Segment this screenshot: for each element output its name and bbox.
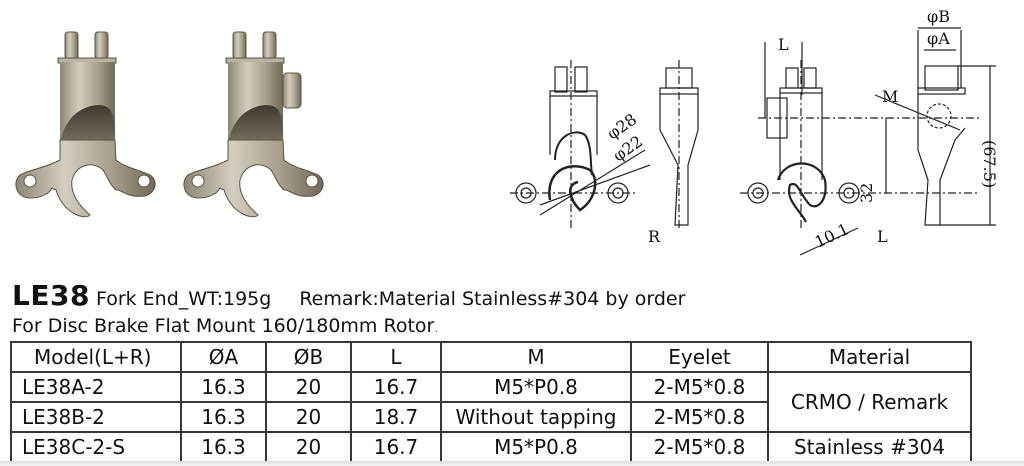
header-material: Material [767,341,972,373]
cell-a: 16.3 [180,431,267,463]
cell-l: 16.7 [350,371,442,403]
dim-a-label: φA [927,29,950,48]
cell-eyelet: 2-M5*0.8 [630,401,769,433]
header-eyelet: Eyelet [630,341,769,373]
product-renders [0,0,360,260]
technical-drawing-icon: φ28 φ22 R L 32 1 [510,7,999,256]
fork-end-render-icon [15,31,324,218]
cell-m: M5*P0.8 [440,431,632,463]
product-name-weight: Fork End_WT:195g [95,288,272,310]
cell-b: 20 [265,401,352,433]
product-remark: Remark:Material Stainless#304 by order [299,288,686,310]
cell-a: 16.3 [180,371,267,403]
cell-model: LE38B-2 [10,401,182,433]
drawing-left-front [740,42,980,256]
header-b: ØB [265,341,352,373]
cell-model: LE38C-2-S [10,431,182,463]
spec-table: Model(L+R) ØA ØB L M Eyelet Material LE3… [10,341,972,463]
dim-67-5-label: (67.5) [980,140,999,188]
cell-eyelet: 2-M5*0.8 [630,371,769,403]
cell-b: 20 [265,371,352,403]
header-a: ØA [180,341,267,373]
table-header-row: Model(L+R) ØA ØB L M Eyelet Material [10,341,972,373]
header-model: Model(L+R) [10,341,182,373]
header-m: M [440,341,632,373]
cell-l: 18.7 [350,401,442,433]
cell-model: LE38A-2 [10,371,182,403]
drawing-right-side [659,60,699,230]
bottom-divider [0,461,1024,466]
product-subtitle: For Disc Brake Flat Mount 160/180mm Roto… [12,315,438,337]
cell-b: 20 [265,431,352,463]
technical-drawings: φ28 φ22 R L 32 1 [500,0,1024,265]
cell-m: Without tapping [440,401,632,433]
cell-eyelet: 2-M5*0.8 [630,431,769,463]
cell-material: CRMO / Remark [767,371,972,433]
cell-m: M5*P0.8 [440,371,632,403]
table-row: LE38B-2 16.3 20 18.7 Without tapping 2-M… [10,401,971,433]
table-row: LE38A-2 16.3 20 16.7 M5*P0.8 2-M5*0.8 CR… [10,371,972,433]
subtitle-text: For Disc Brake Flat Mount 160/180mm Roto… [12,315,435,337]
side-label-r: R [648,227,661,246]
dim-b-label: φB [927,7,950,26]
render-left [15,31,156,218]
drawing-left-side [874,27,996,226]
side-label-l: L [877,227,888,246]
dim-10-1-label: 10.1 [812,219,852,251]
render-right [183,31,324,218]
dim-32-label: 32 [857,183,876,203]
subtitle-dot: . [434,321,439,335]
dim-m-label: M [882,87,898,106]
header-l: L [350,341,442,373]
product-model: LE38 [12,279,90,312]
cell-l: 16.7 [350,431,442,463]
drawing-right-front [510,60,651,230]
cell-a: 16.3 [180,401,267,433]
table-row: LE38C-2-S 16.3 20 16.7 M5*P0.8 2-M5*0.8 … [10,431,972,463]
cell-material: Stainless #304 [767,431,972,463]
dim-l-label: L [778,35,789,54]
